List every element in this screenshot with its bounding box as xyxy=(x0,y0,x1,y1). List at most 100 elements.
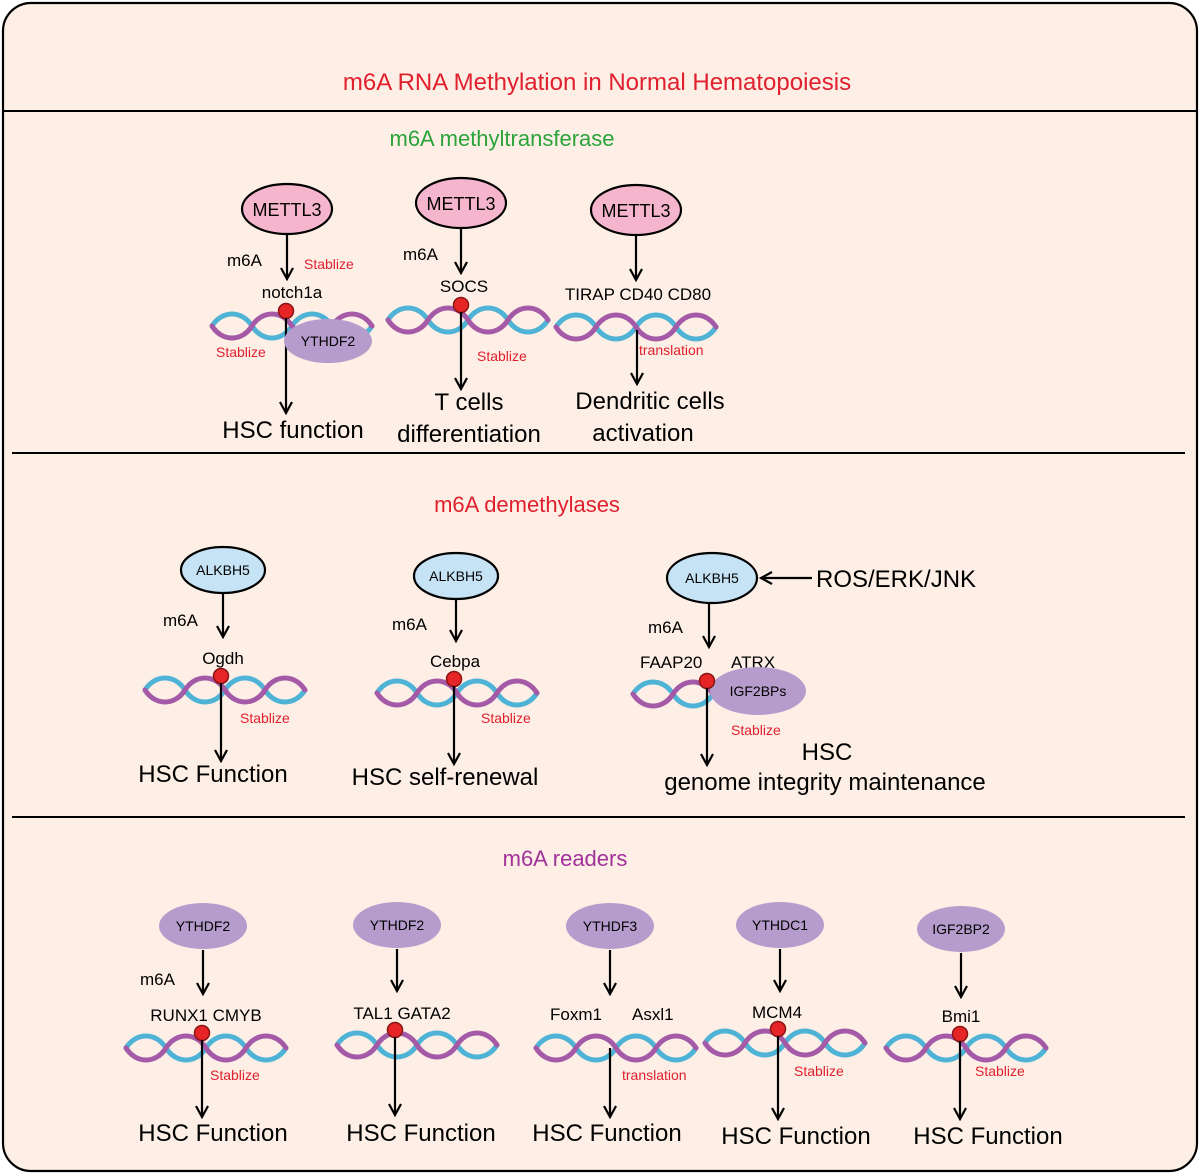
mrna-strand xyxy=(533,1033,699,1063)
reader-label: IGF2BPs xyxy=(730,683,787,699)
reader-label: YTHDF2 xyxy=(370,917,425,933)
stabilize-label: Stablize xyxy=(975,1063,1025,1079)
m6a-label: m6A xyxy=(392,615,428,634)
reader-node xyxy=(917,906,1005,952)
function-outcome: T cells xyxy=(435,389,504,416)
m6a-site-dot xyxy=(212,667,230,685)
pathway-alkbh5-genome: ALKBH5 ROS/ERK/JNK m6A FAAP20 ATRX IGF2B… xyxy=(630,551,986,796)
m6a-site-dot xyxy=(193,1024,211,1042)
function-outcome: genome integrity maintenance xyxy=(664,769,986,796)
pathway-igf2bp2-bmi1: IGF2BP2 Bmi1 Stablize HSC Function xyxy=(883,906,1063,1150)
function-outcome: Dendritic cells xyxy=(575,388,724,415)
mrna-strand xyxy=(374,678,540,708)
m6a-label: m6A xyxy=(227,251,263,270)
reader-label: IGF2BP2 xyxy=(932,921,990,937)
m6a-site-dot xyxy=(698,672,716,690)
pathway-ythdf2-runx1: YTHDF2 m6A RUNX1 CMYB Stablize HSC Funct… xyxy=(123,903,289,1147)
target-gene-label: FAAP20 xyxy=(640,653,702,672)
enzyme-label: ALKBH5 xyxy=(196,562,250,578)
pathway-mettl3-notch1a: METTL3 m6A Stablize notch1a YTHDF2 Stabl… xyxy=(209,182,375,444)
stabilize-label: Stablize xyxy=(477,348,527,364)
section-methyltransferase: m6A methyltransferase METTL3 m6A Stabliz… xyxy=(209,126,725,448)
m6a-label: m6A xyxy=(403,245,439,264)
reader-label: YTHDF3 xyxy=(583,918,638,934)
reader-label: YTHDC1 xyxy=(752,917,808,933)
mrna-strand xyxy=(385,305,551,335)
enzyme-node xyxy=(665,551,759,605)
stabilize-label: Stablize xyxy=(304,256,354,272)
m6a-site-dot xyxy=(452,296,470,314)
upstream-signal-label: ROS/ERK/JNK xyxy=(816,566,976,593)
m6a-site-dot xyxy=(951,1025,969,1043)
reader-label: YTHDF2 xyxy=(301,333,356,349)
m6a-label: m6A xyxy=(163,611,199,630)
stabilize-label: Stablize xyxy=(216,344,266,360)
diagram-title: m6A RNA Methylation in Normal Hematopoie… xyxy=(343,69,851,96)
reader-node-igf2bps xyxy=(710,667,806,715)
function-outcome: HSC Function xyxy=(721,1123,870,1150)
target-gene-label: Asxl1 xyxy=(632,1005,674,1024)
reader-node xyxy=(159,903,247,949)
m6a-site-dot xyxy=(386,1021,404,1039)
function-outcome: HSC self-renewal xyxy=(352,764,539,791)
mrna-strand xyxy=(142,675,308,705)
function-outcome: HSC Function xyxy=(346,1120,495,1147)
m6a-label: m6A xyxy=(648,618,684,637)
stabilize-label: Stablize xyxy=(240,710,290,726)
enzyme-label: METTL3 xyxy=(426,194,495,214)
pathway-ythdf3-foxm1: YTHDF3 Foxm1 Asxl1 translation HSC Funct… xyxy=(532,903,699,1147)
pathway-ythdc1-mcm4: YTHDC1 MCM4 Stablize HSC Function xyxy=(702,902,871,1150)
function-outcome: differentiation xyxy=(397,421,541,448)
enzyme-label: METTL3 xyxy=(601,201,670,221)
function-outcome: HSC Function xyxy=(138,1120,287,1147)
pathway-alkbh5-ogdh: ALKBH5 m6A Ogdh Stablize HSC Function xyxy=(138,545,308,788)
mrna-strand xyxy=(123,1033,289,1063)
mrna-strand xyxy=(553,312,719,342)
target-gene-label: MCM4 xyxy=(752,1003,802,1022)
target-gene-label: Bmi1 xyxy=(942,1007,981,1026)
mrna-strand xyxy=(702,1028,868,1058)
section-readers: m6A readers YTHDF2 m6A RUNX1 CMYB Stabli… xyxy=(123,846,1063,1150)
target-gene-label: Foxm1 xyxy=(550,1005,602,1024)
reader-node xyxy=(566,903,654,949)
target-gene-label: notch1a xyxy=(262,283,323,302)
pathway-mettl3-dendritic: METTL3 TIRAP CD40 CD80 translation Dendr… xyxy=(553,183,725,447)
target-gene-label: SOCS xyxy=(440,277,488,296)
target-gene-label: RUNX1 CMYB xyxy=(150,1006,261,1025)
pathway-mettl3-socs: METTL3 m6A SOCS Stablize T cells differe… xyxy=(385,176,551,448)
translation-label: translation xyxy=(622,1067,687,1083)
m6a-site-dot xyxy=(445,670,463,688)
target-gene-label: Cebpa xyxy=(430,652,481,671)
section-title-demethylases: m6A demethylases xyxy=(434,492,620,517)
mrna-strand xyxy=(334,1030,500,1060)
reader-node-ythdf2 xyxy=(284,319,372,363)
m6a-site-dot xyxy=(769,1020,787,1038)
function-outcome: HSC function xyxy=(222,417,363,444)
enzyme-label: METTL3 xyxy=(252,200,321,220)
section-demethylases: m6A demethylases ALKBH5 m6A Ogdh Stabliz… xyxy=(138,492,985,796)
enzyme-label: ALKBH5 xyxy=(685,570,739,586)
pathway-ythdf2-tal1: YTHDF2 TAL1 GATA2 HSC Function xyxy=(334,902,500,1147)
function-outcome: activation xyxy=(592,420,693,447)
translation-label: translation xyxy=(639,342,704,358)
m6a-site-dot xyxy=(277,302,295,320)
stabilize-label: Stablize xyxy=(794,1063,844,1079)
section-title-methyltransferase: m6A methyltransferase xyxy=(390,126,615,151)
target-gene-label: TIRAP CD40 CD80 xyxy=(565,285,711,304)
function-outcome: HSC Function xyxy=(913,1123,1062,1150)
function-outcome: HSC Function xyxy=(532,1120,681,1147)
enzyme-label: ALKBH5 xyxy=(429,568,483,584)
target-gene-label: Ogdh xyxy=(202,649,244,668)
reader-node xyxy=(353,902,441,948)
stabilize-label: Stablize xyxy=(481,710,531,726)
reader-label: YTHDF2 xyxy=(176,918,231,934)
m6a-label: m6A xyxy=(140,970,176,989)
stabilize-label: Stablize xyxy=(731,722,781,738)
function-outcome: HSC Function xyxy=(138,761,287,788)
mrna-strand xyxy=(883,1033,1049,1063)
section-title-readers: m6A readers xyxy=(503,846,628,871)
target-gene-label: TAL1 GATA2 xyxy=(353,1004,450,1023)
function-outcome: HSC xyxy=(802,739,853,766)
